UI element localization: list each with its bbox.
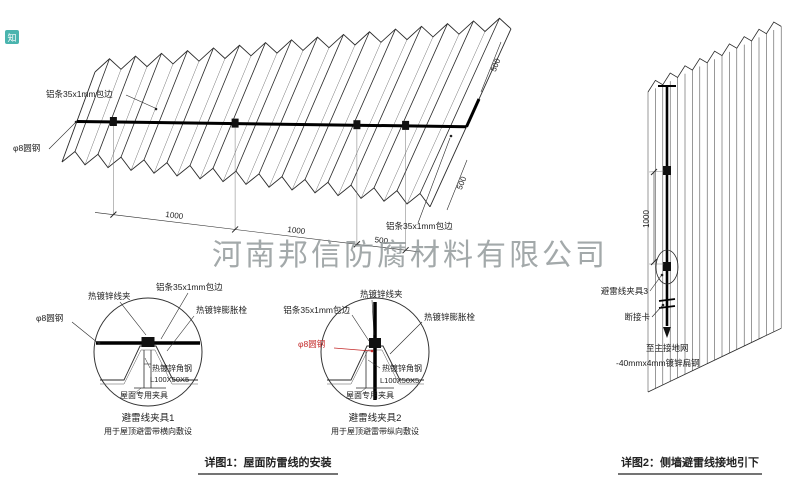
leader-line (71, 321, 99, 344)
label-aluminum-strip: 铝条35x1mm包边 (156, 282, 223, 292)
leader-line (351, 314, 370, 342)
label-flat-steel: -40mmx4mm镀锌扁钢 (616, 358, 700, 368)
leader-dot-red (370, 349, 374, 353)
detail-circle-2: 铝条35x1mm包边 热镀锌线夹 热镀锌膨胀栓 φ8圆钢 热镀锌角钢 L100X… (283, 289, 475, 436)
leader-line (119, 301, 147, 336)
label-roof-clamp: 屋面专用夹具 (346, 390, 394, 400)
label-aluminum-strip: 铝条35x1mm包边 (283, 305, 350, 315)
leader-line (367, 359, 381, 369)
detail2-title: 避雷线夹具2 (349, 412, 402, 424)
leader-line (125, 94, 156, 109)
label-angle-spec: L100X50X5 (380, 376, 419, 385)
leader-dot (660, 273, 664, 277)
label-aluminum-strip-top: 铝条35x1mm包边 (46, 89, 113, 99)
leader-dot (661, 303, 665, 307)
label-angle-steel: 热镀锌角钢 (382, 363, 422, 373)
watermark-text: 河南邦信防腐材料有限公司 (212, 239, 608, 272)
dim-side-right: 500 (455, 175, 469, 191)
leader-line (371, 299, 375, 336)
wire-clamp (141, 337, 155, 347)
detail2-subtitle: 用于屋顶避雷带纵向敷设 (331, 426, 419, 436)
label-round-steel: φ8圆钢 (13, 143, 40, 153)
wall-dim-1000: 1000 (642, 210, 651, 228)
label-roof-clamp: 屋面专用夹具 (120, 390, 168, 400)
detail1-title: 避雷线夹具1 (122, 412, 175, 424)
leader-line (649, 275, 662, 292)
leader-line (417, 137, 451, 224)
leader-line (144, 357, 151, 369)
label-round-steel: φ8圆钢 (36, 313, 63, 323)
leader-dot (74, 120, 78, 124)
dim-line-side-right (446, 159, 468, 211)
wall-annotations: 1000 避雷线夹具3 断接卡 至主接地网 -40mmx4mm镀锌扁钢 (601, 210, 700, 368)
leader-line (160, 292, 189, 340)
label-to-ground-grid: 至主接地网 (646, 343, 689, 353)
detail-circle-outline (93, 297, 203, 407)
caption-detail2: 详图2：侧墙避雷线接地引下 (621, 455, 759, 469)
leader-line (133, 387, 142, 395)
leader-line (651, 305, 663, 318)
label-expansion-bolt: 热镀锌膨胀栓 (196, 305, 248, 315)
label-expansion-bolt: 热镀锌膨胀栓 (424, 312, 476, 322)
dim-500: 500 (374, 235, 389, 246)
dim-1000-a: 1000 (165, 210, 184, 221)
leader-dot (97, 341, 101, 345)
watermark-logo: 知 (5, 30, 19, 44)
roof-corrugated-sheet (61, 17, 512, 254)
leader-line (389, 321, 423, 355)
label-galv-clamp: 热镀锌线夹 (360, 289, 403, 299)
leader-dot (154, 107, 158, 111)
detail1-subtitle: 用于屋顶避雷带横向敷设 (104, 426, 192, 436)
label-clamp3: 避雷线夹具3 (601, 286, 649, 296)
watermark-logo-box (5, 30, 19, 44)
leader-line-red (333, 347, 372, 352)
wire-clamp (369, 338, 381, 348)
roof-annotations: 铝条35x1mm包边 φ8圆钢 铝条35x1mm包边 1000 1000 500… (13, 41, 503, 246)
sheet-profile-inner (100, 349, 198, 385)
leader-dot (449, 134, 453, 138)
detail-circle-1: 热镀锌线夹 铝条35x1mm包边 热镀锌膨胀栓 φ8圆钢 热镀锌角钢 L100X… (36, 282, 248, 436)
label-galv-clamp: 热镀锌线夹 (88, 291, 131, 301)
label-aluminum-strip-bottom: 铝条35x1mm包边 (386, 221, 453, 231)
dim-1000-b: 1000 (287, 225, 306, 236)
label-angle-spec: L100X50X5 (150, 375, 189, 384)
label-disconnect-card: 断接卡 (624, 312, 650, 322)
dim-line-side-top (480, 41, 502, 93)
captions: 详图1：屋面防雷线的安装 详图2：侧墙避雷线接地引下 (198, 455, 762, 475)
wall-corrugated-sheet (647, 21, 782, 393)
dim-side-top: 500 (489, 57, 503, 73)
watermark-logo-glyph: 知 (7, 32, 16, 43)
label-round-steel-red: φ8圆钢 (298, 339, 325, 349)
leader-line (357, 387, 367, 395)
caption-detail1: 详图1：屋面防雷线的安装 (204, 455, 331, 469)
leader-line (166, 315, 195, 352)
leader-line (48, 122, 76, 150)
label-angle-steel: 热镀锌角钢 (152, 363, 192, 373)
detail-circle-outline (320, 297, 430, 407)
